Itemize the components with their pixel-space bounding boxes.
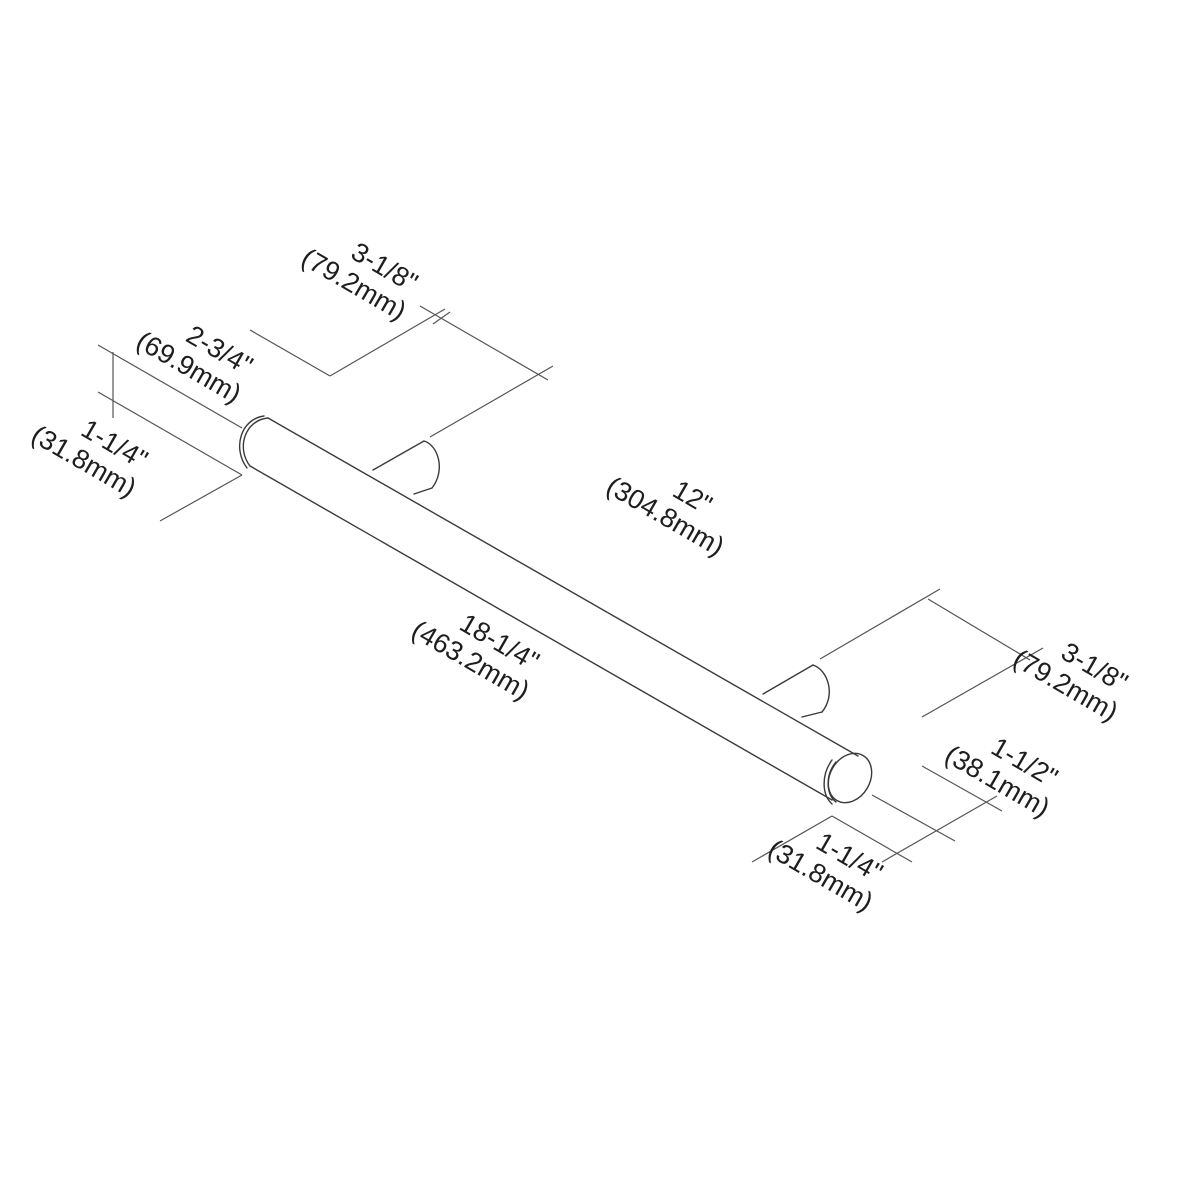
svg-text:(304.8mm): (304.8mm) (601, 471, 729, 562)
label-overall-length: 18-1/4" (463.2mm) (407, 608, 545, 706)
bar-bottom-edge (249, 465, 833, 801)
label-bar-diameter-left: 1-1/4" (31.8mm) (26, 413, 152, 503)
right-end-cap (823, 752, 873, 805)
label-center-to-center: 12" (304.8mm) (601, 471, 729, 562)
label-bar-diameter-right: 1-1/4" (31.8mm) (763, 826, 888, 917)
bar-top-edge (267, 417, 859, 757)
dim-lines-left (97, 305, 554, 522)
label-projection: 1-1/2" (38.1mm) (940, 731, 1063, 823)
dim-lines-right (751, 588, 1044, 863)
bar-handle (238, 415, 873, 805)
label-post-height-right: 3-1/8" (79.2mm) (1008, 636, 1133, 727)
label-post-offset-left: 2-3/4" (69.9mm) (131, 319, 257, 409)
left-post (372, 440, 441, 495)
label-post-height-left: 3-1/8" (79.2mm) (296, 236, 422, 326)
left-end-cap (242, 417, 269, 467)
right-post (762, 664, 830, 718)
